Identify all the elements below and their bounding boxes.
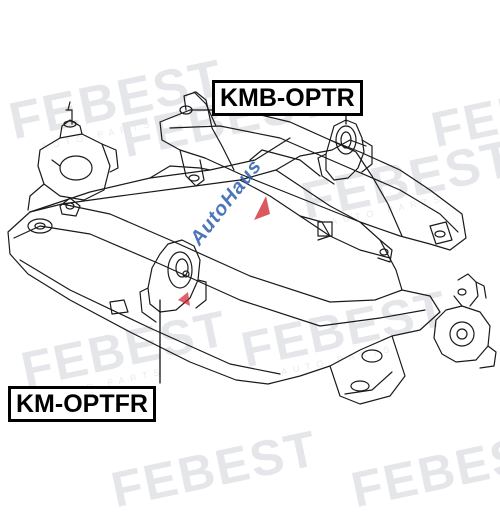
front-mount-part-text: KM-OPTFR [16,390,148,418]
subframe-drawing [7,91,497,405]
left-engine-mount [27,101,119,211]
rear-mount-part-text: KMB-OPTR [220,84,355,112]
left-side-rail [29,137,301,213]
diagram-stage: FEBEST AUTO PARTS FEBEST FEBEST AUTO PAR… [4,49,500,518]
front-crossmember [7,197,441,405]
front-mount-bushing [139,239,207,323]
right-engine-mount [433,273,497,369]
front-mount-part-label: KM-OPTFR [8,386,156,422]
rear-mount-part-label: KMB-OPTR [212,80,363,116]
rear-crossmember [159,91,467,263]
rear-mount-bushing [317,119,373,185]
site-watermark-mark [178,196,270,306]
